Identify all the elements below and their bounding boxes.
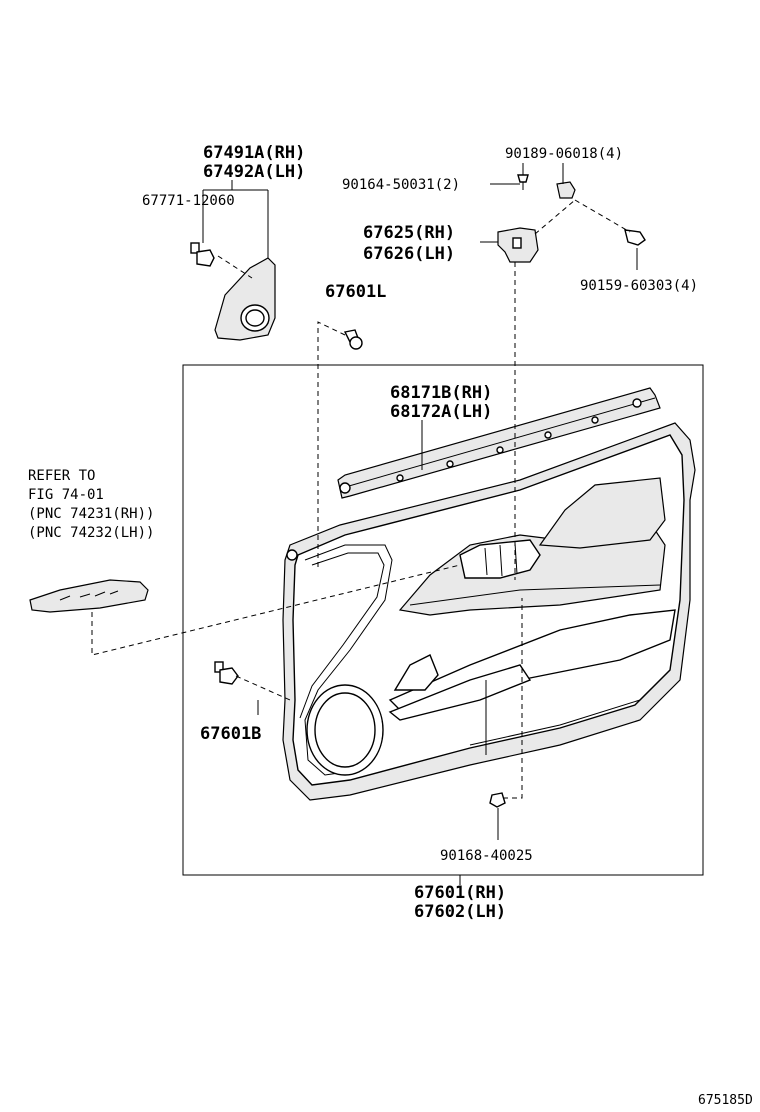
label-67601l: 67601L: [325, 282, 386, 302]
weatherstrip-part: [337, 387, 661, 499]
label-90189: 90189-06018(4): [505, 146, 623, 162]
label-refer-line2: FIG 74-01: [28, 487, 104, 503]
label-67601: 67601(RH): [414, 883, 506, 903]
screw-90159: [624, 229, 646, 246]
label-67625: 67625(RH): [363, 223, 455, 243]
screw-90168: [489, 792, 506, 808]
switch-base-part: [29, 579, 149, 613]
label-67601b: 67601B: [200, 724, 261, 744]
assembly-lines: [91, 199, 631, 799]
label-refer-line3: (PNC 74231(RH)): [28, 506, 154, 522]
clip-90189: [556, 181, 576, 199]
screw-90164: [517, 174, 529, 190]
assembly-frame: [182, 364, 704, 876]
label-67626: 67626(LH): [363, 244, 455, 264]
label-refer-line4: (PNC 74232(LH)): [28, 525, 154, 541]
diagram-code: 675185D: [698, 1093, 753, 1108]
clip-67771: [190, 242, 215, 267]
label-67771: 67771-12060: [142, 193, 235, 209]
clip-67601b: [214, 661, 239, 685]
label-90159: 90159-60303(4): [580, 278, 698, 294]
door-trim-panel: [282, 422, 696, 801]
clip-67601l: [343, 329, 363, 350]
label-67602: 67602(LH): [414, 902, 506, 922]
speaker-cover-part: [214, 257, 276, 341]
label-90164: 90164-50031(2): [342, 177, 460, 193]
label-68171b: 68171B(RH): [390, 383, 492, 403]
label-67492a: 67492A(LH): [203, 162, 305, 182]
label-90168: 90168-40025: [440, 848, 533, 864]
label-refer-line1: REFER TO: [28, 468, 95, 484]
label-67491a: 67491A(RH): [203, 143, 305, 163]
bracket-part: [497, 227, 539, 263]
label-68172a: 68172A(LH): [390, 402, 492, 422]
leader-lines: [202, 163, 638, 885]
